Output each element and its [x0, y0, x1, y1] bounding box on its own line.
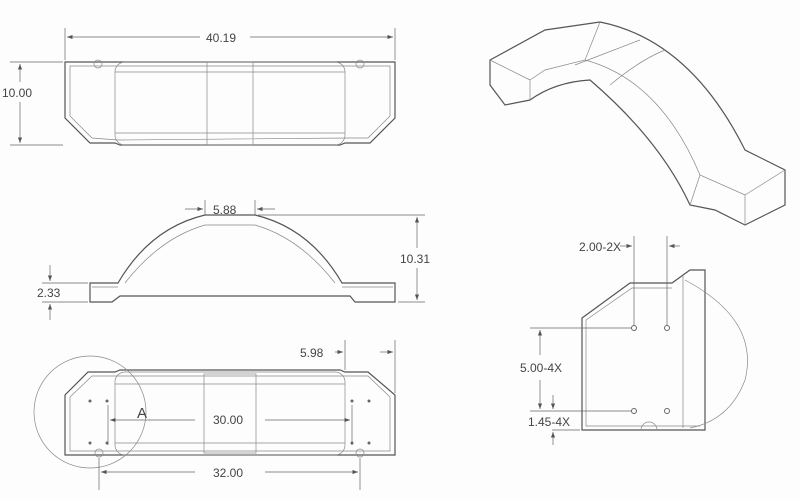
isometric-view [489, 21, 786, 226]
hole-spacing-x-dimension: 2.00-2X [579, 240, 621, 254]
height-dimension: 10.31 [400, 252, 430, 266]
depth-dimension: 10.00 [2, 86, 32, 100]
detail-view: 2.00-2X 5.00-4X 1.45-4X [520, 236, 748, 445]
slot-span-dimension: 32.00 [213, 466, 243, 480]
top-view: 40.19 10.00 [2, 28, 396, 146]
side-view: 5.88 10.31 2.33 [37, 200, 430, 320]
bottom-view: A 30.00 32.00 5.98 [33, 340, 396, 490]
width-dimension: 40.19 [206, 31, 236, 45]
hole-spacing-y-dimension: 5.00-4X [520, 361, 562, 375]
edge-distance-dimension: 1.45-4X [528, 415, 570, 429]
flange-dimension: 2.33 [37, 286, 61, 300]
hole-span-dimension: 30.00 [213, 413, 243, 427]
detail-callout-label: A [137, 405, 147, 422]
end-dimension: 5.98 [300, 346, 324, 360]
top-width-dimension: 5.88 [213, 203, 237, 217]
